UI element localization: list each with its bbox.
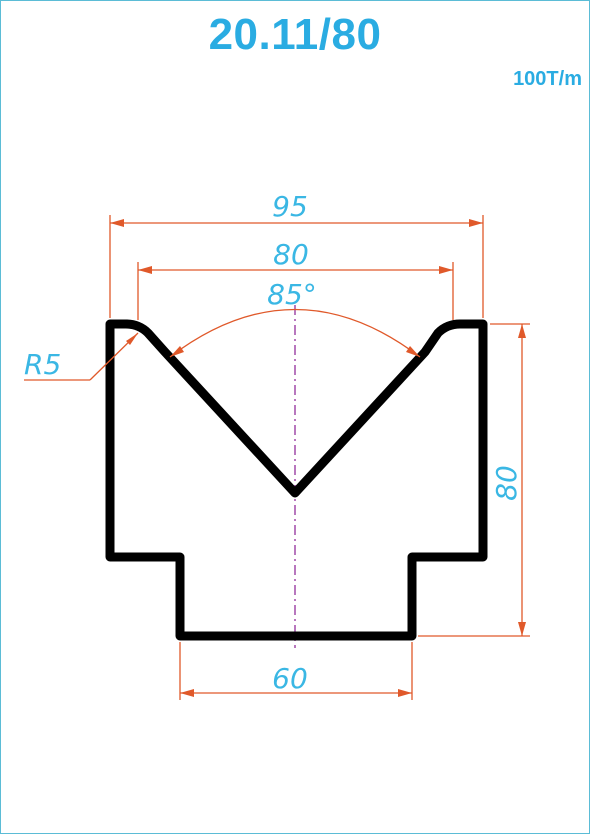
dimension-radius: R5: [24, 332, 139, 381]
dimension-v-opening-label: 80: [273, 238, 309, 271]
dimension-v-opening: 80: [137, 238, 454, 320]
die-profile-outline: [105, 319, 488, 641]
dimension-outer-width-label: 95: [272, 190, 308, 223]
die-model-title: 20.11/80: [208, 10, 382, 59]
dimension-radius-label: R5: [24, 348, 61, 381]
dimension-v-angle-label: 85°: [267, 278, 317, 311]
dimension-height: 80: [418, 323, 530, 637]
tonnage-rating: 100T/m: [513, 68, 582, 90]
dimension-v-angle: 85°: [169, 278, 421, 358]
dimension-tang-width-label: 60: [272, 662, 308, 695]
dimension-tang-width: 60: [179, 642, 413, 700]
dimension-height-label: 80: [490, 465, 523, 501]
dimension-outer-width: 95: [109, 190, 484, 318]
